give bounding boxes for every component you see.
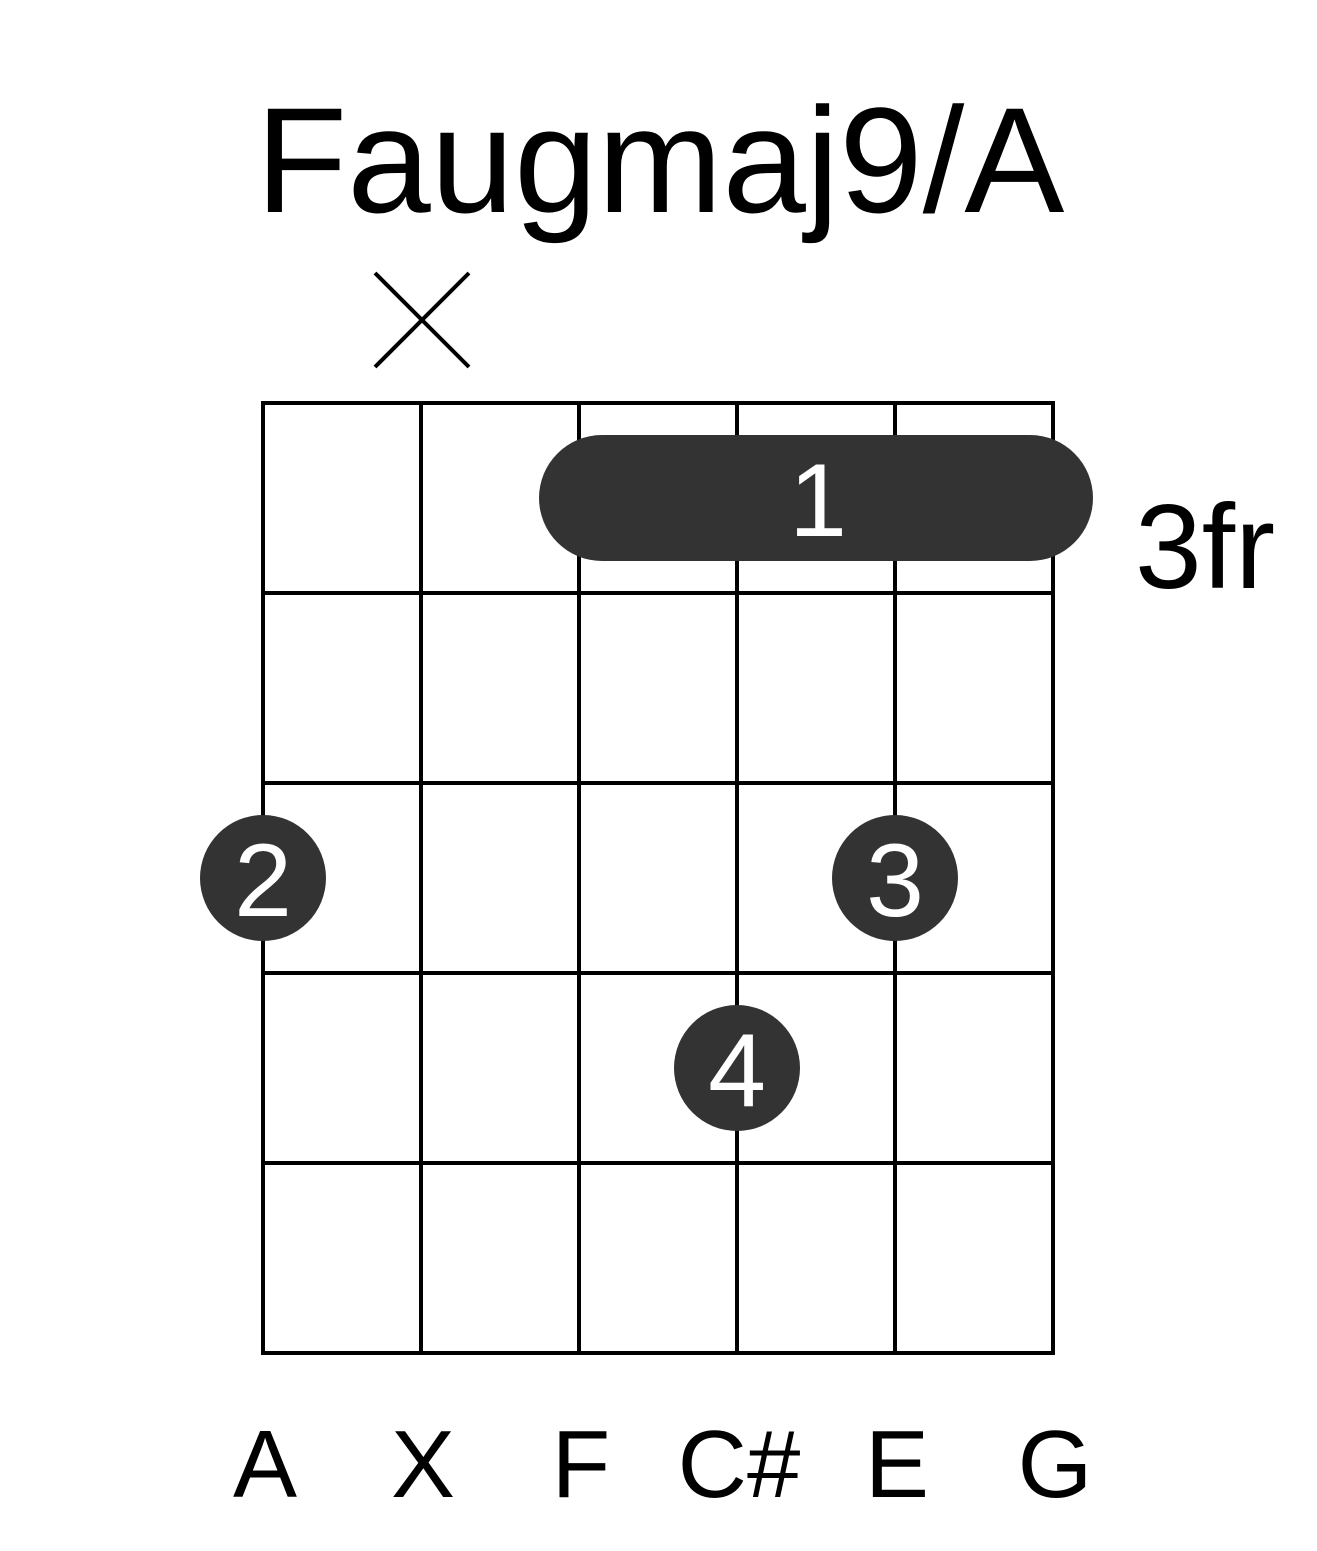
string-note-label: A [233, 1411, 297, 1518]
finger-number: 2 [234, 823, 292, 939]
string-note-label: C# [678, 1411, 801, 1518]
string-note-label: F [552, 1411, 611, 1518]
finger-number: 3 [866, 823, 924, 939]
finger-dot [200, 815, 326, 941]
finger-dot [832, 815, 958, 941]
string-note-label: G [1018, 1411, 1093, 1518]
string-note-label: E [865, 1411, 929, 1518]
fret-position-label: 3fr [1135, 480, 1275, 614]
string-note-label: X [391, 1411, 455, 1518]
muted-markers [373, 271, 471, 369]
finger-dot [674, 1005, 800, 1131]
fretboard-grid [261, 401, 1055, 1355]
muted-string-icon [373, 271, 471, 369]
barre-finger-label: 1 [789, 443, 847, 559]
finger-number: 4 [708, 1013, 766, 1129]
barre-bar [539, 435, 1093, 561]
finger-markers: 1 2 34 [200, 435, 1093, 1131]
chord-title: Faugmaj9/A [256, 76, 1065, 244]
